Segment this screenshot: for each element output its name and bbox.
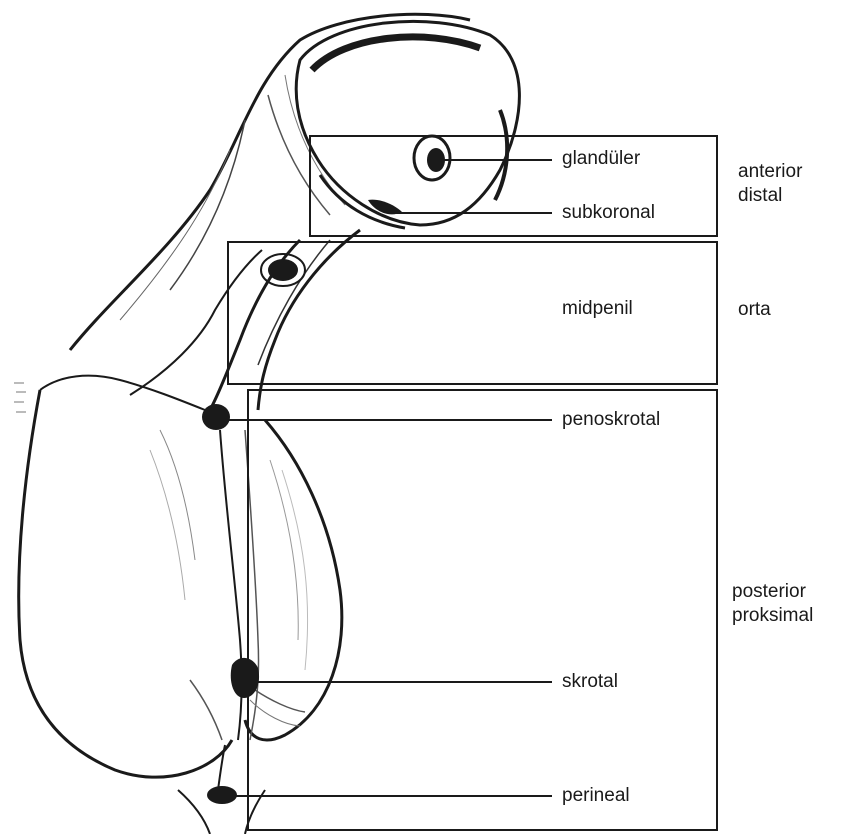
middle-bracket <box>228 242 717 384</box>
perineum-left <box>178 790 210 834</box>
glans-outline <box>296 21 519 225</box>
scrotum-left-outline <box>19 390 232 777</box>
group-middle-line-1: orta <box>738 298 771 322</box>
scrotum-left-top <box>40 376 205 410</box>
posterior-bracket <box>248 390 717 830</box>
group-anterior-line-2: distal <box>738 184 802 208</box>
shaft-lower-outline <box>130 250 262 395</box>
scrotum-right-outline <box>245 420 342 740</box>
label-subkoronal: subkoronal <box>562 202 655 224</box>
group-middle: orta <box>738 298 771 322</box>
label-perineal: perineal <box>562 785 630 807</box>
group-anterior: anterior distal <box>738 160 802 208</box>
scale-marks <box>14 383 26 412</box>
group-posterior-line-2: proksimal <box>732 604 813 628</box>
group-posterior-line-1: posterior <box>732 580 813 604</box>
label-skrotal: skrotal <box>562 671 618 693</box>
group-posterior: posterior proksimal <box>732 580 813 628</box>
scrotal-meatus <box>231 658 259 698</box>
label-midpenil: midpenil <box>562 298 633 320</box>
midpenile-meatus <box>268 259 298 281</box>
label-glanduler: glandüler <box>562 148 640 170</box>
group-anterior-line-1: anterior <box>738 160 802 184</box>
penoscrotal-meatus <box>202 404 230 430</box>
label-penoskrotal: penoskrotal <box>562 409 660 431</box>
